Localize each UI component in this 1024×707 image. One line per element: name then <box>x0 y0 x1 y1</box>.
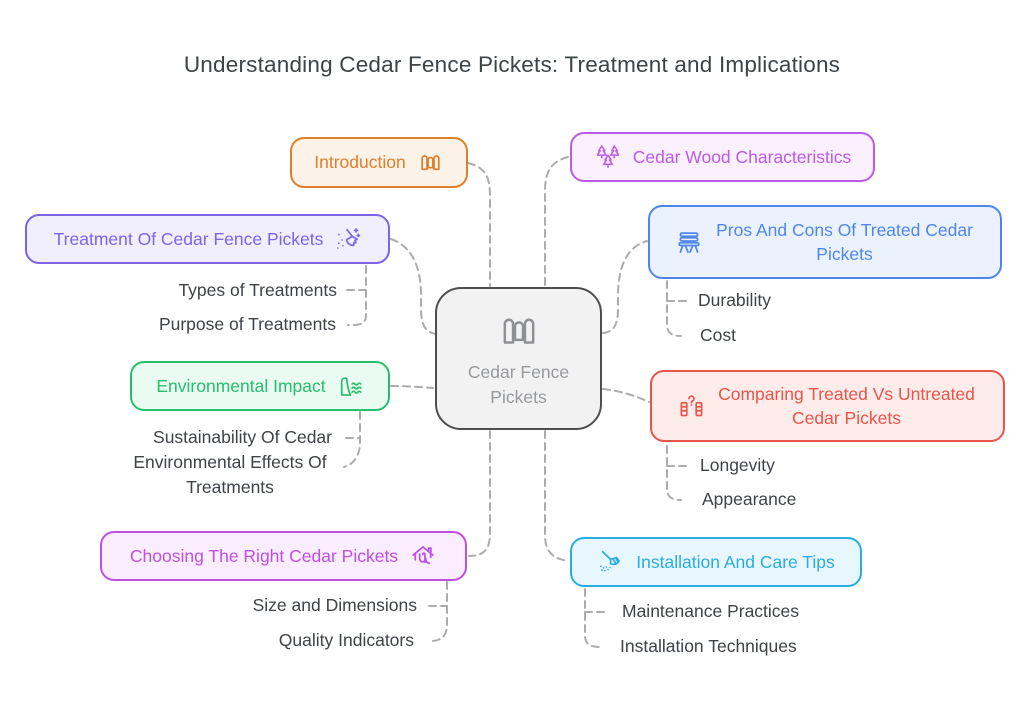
branch-pros-and-cons[interactable]: Pros And Cons Of Treated Cedar Pickets <box>648 205 1002 279</box>
subtopic-size-and-dimensions[interactable]: Size and Dimensions <box>252 595 417 615</box>
subtopic-quality-indicators[interactable]: Quality Indicators <box>278 630 414 650</box>
central-topic[interactable]: Cedar Fence Pickets <box>435 287 602 430</box>
connector-choosing <box>468 430 491 557</box>
subtopic-maintenance-practices[interactable]: Maintenance Practices <box>622 601 800 621</box>
connector-environmental <box>390 385 434 389</box>
subtopic-environmental-effects[interactable]: Environmental Effects Of Treatments <box>133 452 327 497</box>
subtopic-installation-techniques[interactable]: Installation Techniques <box>620 636 797 656</box>
branch-label: Installation And Care Tips <box>636 551 835 572</box>
branch-cedar-wood-characteristics[interactable]: Cedar Wood Characteristics <box>570 132 875 182</box>
connector-environmental-children <box>343 411 361 468</box>
branch-comparing-treated-vs-untreated[interactable]: Comparing Treated Vs Untreated Cedar Pic… <box>650 370 1005 442</box>
connector-pros-children <box>666 280 682 337</box>
branch-label: Cedar Wood Characteristics <box>632 146 852 167</box>
connector-treatment-children <box>347 265 367 326</box>
connector-treatment <box>390 238 437 335</box>
broom-sweep-icon <box>597 548 625 576</box>
connector-pros-cons <box>602 240 648 334</box>
subtopic-appearance[interactable]: Appearance <box>702 489 797 509</box>
fence-pickets-icon <box>417 149 444 176</box>
connector-introduction <box>467 162 491 287</box>
connector-comparing-children <box>666 445 682 501</box>
branch-label: Choosing The Right Cedar Pickets <box>129 545 399 566</box>
connector-comparing <box>602 388 650 403</box>
cedar-trees-icon <box>594 144 622 170</box>
fence-pickets-icon <box>492 308 546 354</box>
connector-choosing-children <box>430 581 448 642</box>
branch-treatment-of-cedar-fence-pickets[interactable]: Treatment Of Cedar Fence Pickets <box>25 214 390 264</box>
connector-installation-children <box>584 588 601 648</box>
branch-installation-and-care-tips[interactable]: Installation And Care Tips <box>570 537 862 587</box>
connector-cedar-wood <box>544 156 569 287</box>
subtopic-longevity[interactable]: Longevity <box>700 455 775 475</box>
branch-label: Treatment Of Cedar Fence Pickets <box>53 228 324 249</box>
central-topic-label: Cedar Fence Pickets <box>467 361 570 407</box>
branch-choosing-right-cedar-pickets[interactable]: Choosing The Right Cedar Pickets <box>100 531 467 581</box>
branch-label: Comparing Treated Vs Untreated Cedar Pic… <box>718 384 975 428</box>
subtopic-cost[interactable]: Cost <box>700 325 736 345</box>
subtopic-purpose-of-treatments[interactable]: Purpose of Treatments <box>158 314 336 334</box>
branch-introduction[interactable]: Introduction <box>290 137 468 188</box>
branch-label: Introduction <box>314 152 406 172</box>
page-title: Understanding Cedar Fence Pickets: Treat… <box>183 52 841 77</box>
branch-environmental-impact[interactable]: Environmental Impact <box>130 361 390 411</box>
branch-label: Pros And Cons Of Treated Cedar Pickets <box>716 220 973 264</box>
compare-question-icon <box>678 393 705 420</box>
subtopic-types-of-treatments[interactable]: Types of Treatments <box>178 280 337 300</box>
broom-sparkles-icon <box>334 226 361 253</box>
bench-icon <box>675 228 703 256</box>
branch-label: Environmental Impact <box>156 375 326 396</box>
house-hand-icon <box>409 542 437 570</box>
subtopic-durability[interactable]: Durability <box>698 290 771 310</box>
subtopic-sustainability-of-cedar[interactable]: Sustainability Of Cedar <box>153 427 332 447</box>
dam-waves-icon <box>337 373 364 400</box>
connector-installation <box>544 430 570 562</box>
